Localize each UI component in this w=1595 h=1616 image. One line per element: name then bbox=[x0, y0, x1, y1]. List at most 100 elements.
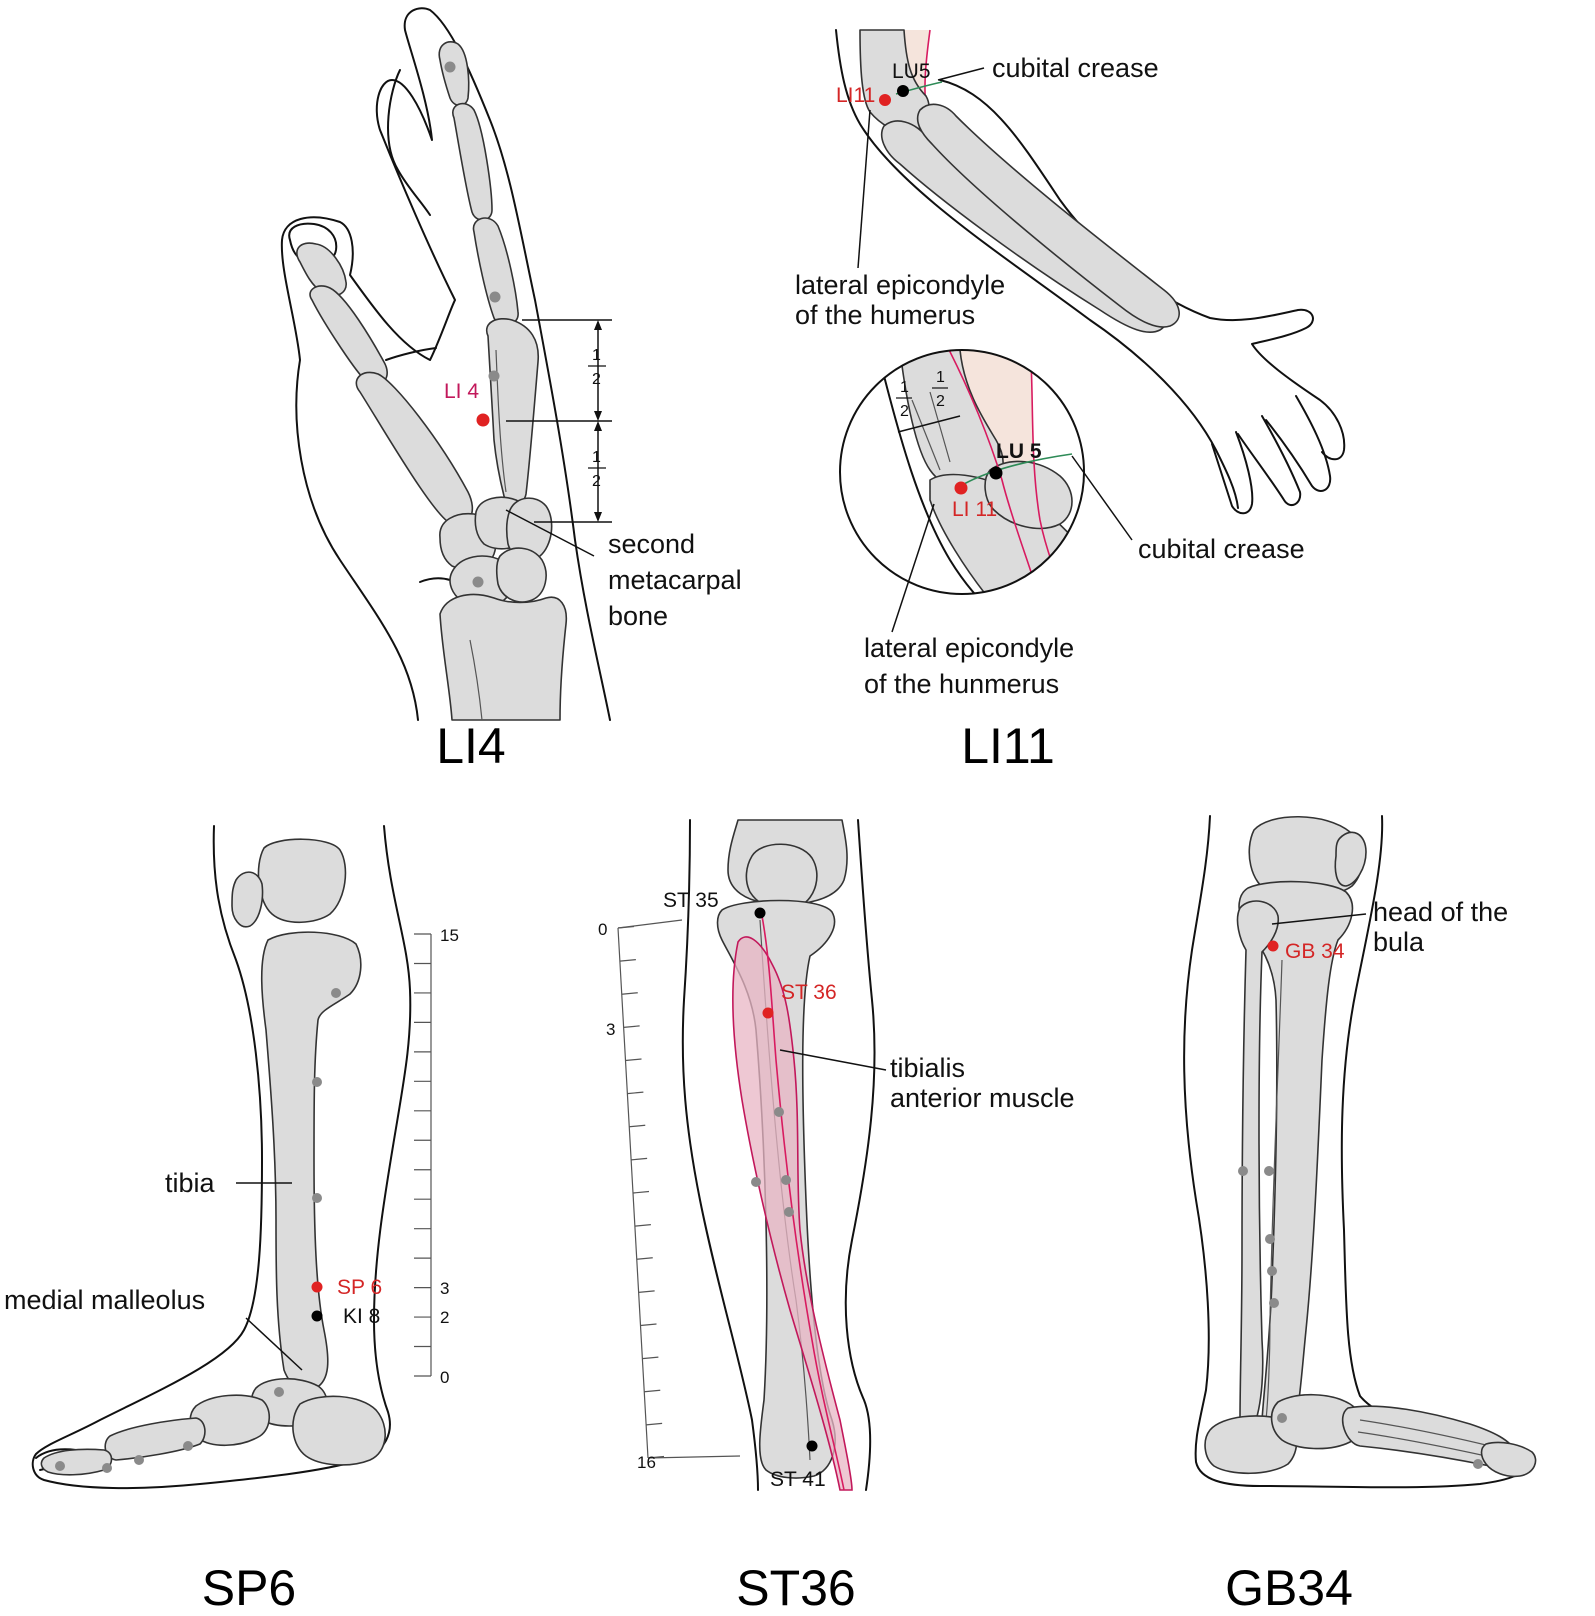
st36-scale-ticks bbox=[617, 925, 665, 1459]
inset-arm-outline bbox=[879, 359, 991, 594]
muscle-label-line1: tibialis bbox=[890, 1053, 965, 1083]
arrowhead bbox=[594, 421, 602, 431]
inset-crease-leader bbox=[1071, 455, 1133, 541]
cubital-crease-label: cubital crease bbox=[992, 53, 1159, 83]
minor-point bbox=[1473, 1459, 1483, 1469]
inset-acupoint-lu5 bbox=[989, 466, 1003, 480]
sp6-title: SP6 bbox=[202, 1560, 297, 1616]
minor-point bbox=[274, 1387, 284, 1397]
leg-outline-back bbox=[31, 825, 412, 1490]
arm-outline-upper bbox=[835, 29, 1239, 509]
lu5-label: LU5 bbox=[892, 60, 931, 83]
tibia-plateau bbox=[1238, 880, 1354, 1421]
minor-point bbox=[444, 61, 456, 73]
thumb-proximal-phalanx bbox=[309, 285, 388, 386]
minor-point bbox=[1267, 1266, 1277, 1276]
calcaneus bbox=[292, 1395, 386, 1466]
fibula-shaft-line bbox=[1265, 959, 1283, 1421]
muscle-label-line2: anterior muscle bbox=[890, 1083, 1075, 1113]
muscle-leader bbox=[779, 1049, 887, 1071]
acupoint-gb34 bbox=[1267, 940, 1279, 952]
st36-scale-axis bbox=[617, 919, 741, 1459]
arrowhead bbox=[594, 411, 602, 421]
cubital-crease-leader bbox=[937, 67, 985, 81]
scale-tick bbox=[627, 1091, 644, 1095]
minor-point bbox=[1269, 1298, 1279, 1308]
minor-point bbox=[1277, 1413, 1287, 1423]
fraction-numerator: 1 bbox=[592, 347, 601, 364]
panel-li4: LI 4 1 2 1 2 second metacarpal bone LI4 bbox=[280, 7, 742, 774]
scale-tick bbox=[631, 1157, 648, 1161]
metacarpal-shaft-edge bbox=[495, 349, 507, 493]
fibula-head-leader bbox=[1271, 913, 1367, 925]
inset-measure-edge bbox=[929, 391, 951, 463]
inset-lu5-label: LU 5 bbox=[996, 440, 1042, 463]
li11-title: LI11 bbox=[961, 718, 1055, 774]
sp6-tick-15: 15 bbox=[440, 926, 459, 945]
minor-point bbox=[331, 988, 341, 998]
femur-condyle bbox=[257, 838, 347, 924]
acupoint-ki8 bbox=[311, 1310, 323, 1322]
scale-tick bbox=[640, 1323, 657, 1327]
scale-tick bbox=[621, 992, 638, 995]
inset-acupoint-li11 bbox=[954, 481, 968, 495]
stomach-meridian-line bbox=[761, 915, 845, 1491]
fraction-denominator: 2 bbox=[592, 371, 601, 388]
sp6-tick-3: 3 bbox=[440, 1279, 449, 1298]
carpal-capitate bbox=[505, 497, 553, 561]
li4-title: LI4 bbox=[436, 718, 506, 774]
st41-label: ST 41 bbox=[770, 1468, 826, 1491]
scale-tick bbox=[642, 1356, 659, 1360]
panel-sp6: SP 6 KI 8 tibia medial malleolus 15 3 2 … bbox=[4, 825, 459, 1616]
index-middle-phalanx bbox=[452, 102, 493, 221]
leg-outline-lateral bbox=[681, 819, 759, 1491]
index-proximal-phalanx bbox=[472, 217, 519, 326]
inset-cubital-crease bbox=[963, 453, 1073, 485]
radius-distal bbox=[439, 593, 568, 721]
tarsals bbox=[1270, 1393, 1363, 1450]
inset-fraction-denominator: 2 bbox=[900, 403, 909, 420]
leg-outline-medial bbox=[844, 819, 876, 1491]
leg-outline-posterior bbox=[1183, 815, 1531, 1489]
inset-meridian-line bbox=[943, 350, 1041, 594]
fraction-numerator: 1 bbox=[592, 449, 601, 466]
sp6-tick-0: 0 bbox=[440, 1368, 449, 1387]
panel-li11: LU5 LI11 cubital crease lateral epicondy… bbox=[795, 29, 1346, 774]
sp6-label: SP 6 bbox=[337, 1276, 382, 1299]
first-metacarpal bbox=[355, 371, 474, 526]
minor-point bbox=[472, 576, 484, 588]
epicondyle-leader bbox=[857, 109, 871, 269]
malleolus-leader bbox=[245, 1317, 303, 1371]
minor-point bbox=[312, 1193, 322, 1203]
minor-point bbox=[1265, 1234, 1275, 1244]
minor-point bbox=[134, 1455, 144, 1465]
metacarpal-leader bbox=[505, 509, 595, 557]
st36-tick-3: 3 bbox=[606, 1020, 615, 1039]
inset-magnified bbox=[840, 350, 1084, 594]
patella bbox=[231, 871, 264, 928]
arrowhead bbox=[594, 512, 602, 522]
fibula-head-label-line1: head of the bbox=[1373, 897, 1508, 927]
sp6-tick-2: 2 bbox=[440, 1308, 449, 1327]
radius-edge bbox=[469, 639, 483, 721]
inset-cubital-crease-label: cubital crease bbox=[1138, 534, 1305, 564]
metatarsal-lines bbox=[1357, 1419, 1491, 1457]
acupoint-st41 bbox=[806, 1440, 818, 1452]
inset-fraction-denominator: 2 bbox=[936, 393, 945, 410]
scale-tick bbox=[646, 1422, 663, 1426]
minor-point bbox=[488, 370, 500, 382]
epicondyle-label-line1: lateral epicondyle bbox=[795, 270, 1005, 300]
acupoint-st36 bbox=[762, 1007, 774, 1019]
metacarpal-label-line1: second bbox=[608, 529, 695, 559]
acupoint-li4 bbox=[476, 413, 490, 427]
minor-point bbox=[1238, 1166, 1248, 1176]
thumb-distal-phalanx bbox=[296, 242, 347, 297]
femur-condyle bbox=[1248, 815, 1363, 898]
minor-point bbox=[1264, 1166, 1274, 1176]
minor-point bbox=[102, 1463, 112, 1473]
epicondyle-label-line2: of the humerus bbox=[795, 300, 975, 330]
inset-epicondyle-leader bbox=[891, 503, 935, 633]
metacarpal-label-line2: metacarpal bbox=[608, 565, 742, 595]
acupoint-lu5 bbox=[897, 85, 909, 97]
